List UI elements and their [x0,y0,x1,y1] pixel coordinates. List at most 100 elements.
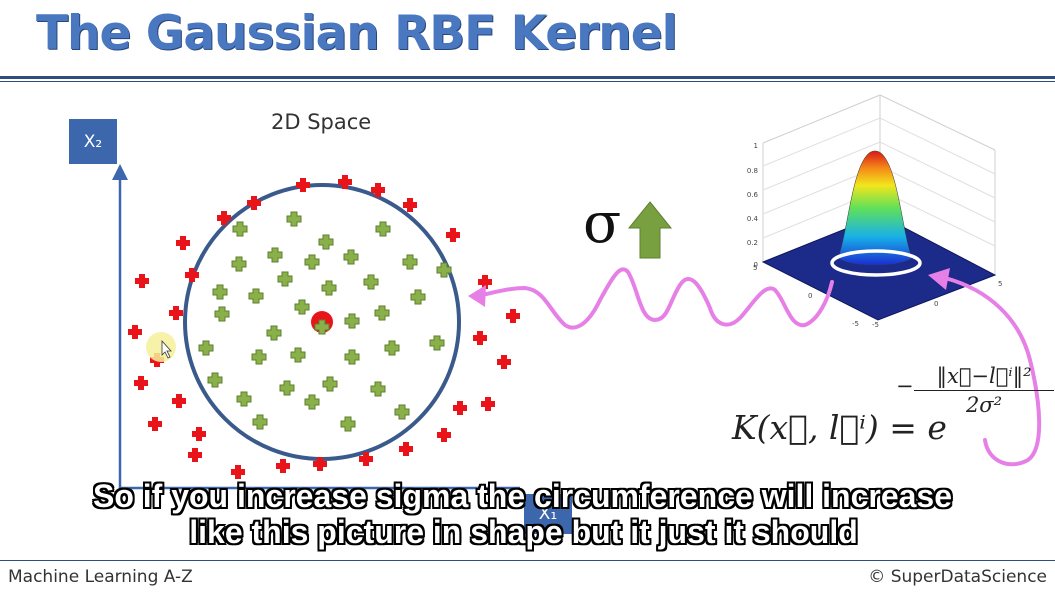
increase-arrow-icon [627,201,673,259]
green-plus-point [318,234,334,250]
red-plus-point [134,376,148,390]
red-plus-point [169,306,183,320]
red-plus-point [148,417,162,431]
green-plus-point [384,340,400,356]
plot-axis-tick: 0 [808,292,812,300]
x2-label: X₂ [69,119,117,164]
title-divider [0,76,1055,79]
red-plus-point [313,457,327,471]
red-plus-point [217,211,231,225]
green-plus-point [363,274,379,290]
red-plus-point [172,394,186,408]
green-plus-point [436,262,452,278]
red-plus-point [247,196,261,210]
red-plus-point [296,178,310,192]
plot-z-tick: 0.2 [747,239,758,247]
red-plus-point [231,465,245,479]
green-plus-point [402,254,418,270]
plot-z-tick: 1 [754,142,758,150]
green-plus-point [286,211,302,227]
pink-arrowhead-icon [468,285,486,307]
plot-z-tick: 0.6 [747,191,759,199]
green-plus-point [248,288,264,304]
space-label: 2D Space [271,110,372,134]
red-plus-point [481,397,495,411]
green-plus-point [266,325,282,341]
red-plus-point [478,275,492,289]
green-plus-point [214,306,230,322]
green-plus-point [236,391,252,407]
footer-copyright: © SuperDataScience [868,567,1047,587]
formula-minus: − [896,374,914,398]
green-plus-point [207,372,223,388]
plot-axis-tick: 5 [998,280,1002,288]
green-plus-point [231,256,247,272]
green-plus-point [279,380,295,396]
green-plus-point [375,221,391,237]
green-plus-point [314,319,330,335]
subtitle-line-2: like this picture in shape but it just i… [189,514,858,550]
red-plus-point [338,175,352,189]
red-plus-point [399,442,413,456]
plot-axis-tick: 0 [934,300,938,308]
green-plus-point [344,313,360,329]
sigma-symbol: σ [583,191,622,256]
subtitle-line-1: So if you increase sigma the circumferen… [92,478,953,514]
red-plus-point [276,459,290,473]
plot-axis-tick: 5 [753,264,757,272]
plot-axis-tick: -5 [852,320,859,328]
red-plus-point [188,448,202,462]
red-plus-point [185,268,199,282]
green-plus-point [394,404,410,420]
green-plus-point [410,289,426,305]
green-plus-point [251,349,267,365]
red-plus-point [403,198,417,212]
red-points [128,175,520,479]
green-plus-point [232,221,248,237]
pink-arrowhead-icon-2 [928,268,950,290]
red-plus-point [453,401,467,415]
green-plus-point [212,284,228,300]
green-plus-point [294,299,310,315]
plot-z-tick: 0.8 [747,167,758,175]
footer-course-name: Machine Learning A-Z [8,567,193,587]
green-plus-point [198,340,214,356]
green-plus-point [267,247,283,263]
green-plus-point [370,381,386,397]
red-plus-point [446,228,460,242]
title-divider-thin [0,81,1055,82]
red-plus-point [128,325,142,339]
mouse-cursor-icon [161,339,172,359]
x1-label: X₁ [524,494,572,534]
pink-formula-arrow [943,276,1042,467]
red-plus-point [359,452,373,466]
red-plus-point [506,309,520,323]
green-plus-point [322,376,338,392]
green-plus-point [429,335,445,351]
red-plus-point [135,274,149,288]
plot-z-tick: 0 [754,261,758,269]
green-points [198,211,452,432]
formula-denominator: 2σ² [965,393,1003,417]
green-plus-point [290,347,306,363]
formula-exponent: − ‖x⃗−l⃗ⁱ‖² 2σ² [896,364,1054,417]
plot-z-tick: 0.4 [747,215,759,223]
rbf-formula: K(x⃗, l⃗ⁱ) = e − ‖x⃗−l⃗ⁱ‖² 2σ² [732,364,1054,447]
cursor-highlight [146,332,176,362]
red-plus-point [192,427,206,441]
footer-divider [0,560,1055,561]
red-plus-point [437,428,451,442]
green-plus-point [374,305,390,321]
pink-wave-arrow [476,267,834,330]
x2-axis [112,164,128,490]
formula-lhs: K(x⃗, l⃗ⁱ) = e [732,408,947,447]
slide-title: The Gaussian RBF Kernel [36,6,678,61]
green-plus-point [252,414,268,430]
plot-axis-tick: -5 [872,321,879,329]
green-plus-point [277,271,293,287]
red-plus-point [371,183,385,197]
green-plus-point [343,249,359,265]
green-plus-point [304,254,320,270]
